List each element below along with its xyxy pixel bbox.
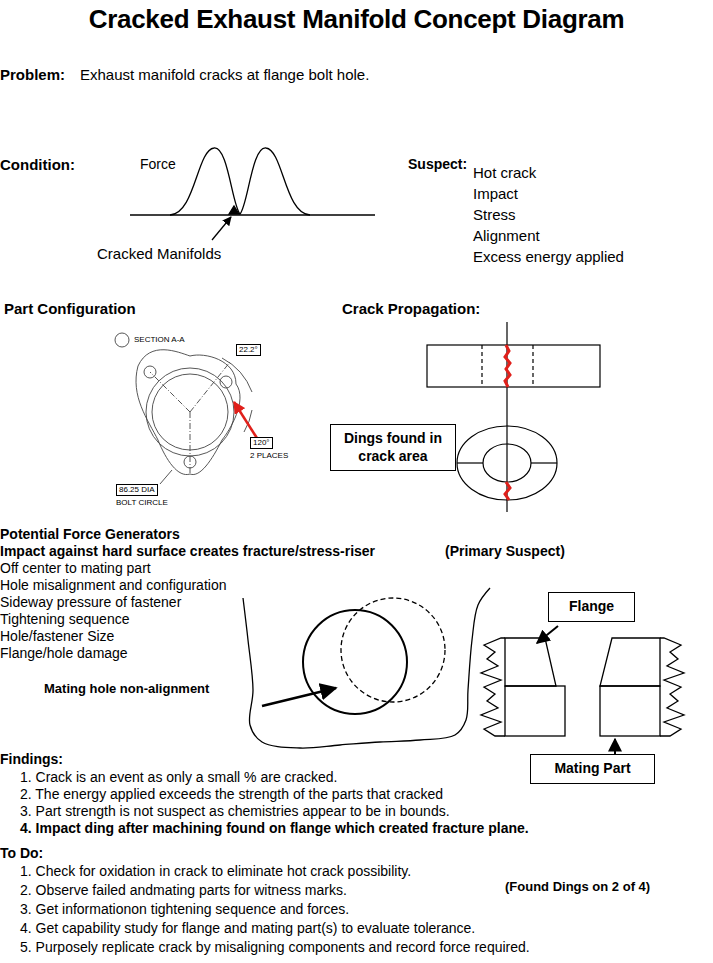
crack: [505, 345, 510, 387]
list-item: Sideway pressure of fastener: [0, 594, 181, 610]
callout-label: Mating hole non-alignment: [44, 682, 209, 697]
list-item: 1. Check for oxidation in crack to elimi…: [20, 863, 411, 879]
callout-box: Flange: [548, 592, 635, 622]
angle-arc: [222, 358, 252, 392]
note: Exhaust manifold cracks at flange bolt h…: [80, 66, 369, 83]
list-item: Hole/fastener Size: [0, 628, 114, 644]
break-edge: [660, 638, 684, 736]
list-item: Off center to mating part: [0, 560, 151, 576]
list-item: Hot crack: [473, 164, 536, 181]
heading: Potential Force Generators: [0, 526, 180, 542]
center-line: [150, 372, 190, 412]
heading: Part Configuration: [4, 300, 136, 317]
flange-drawing: [115, 333, 262, 484]
list-item: 4. Impact ding after machining found on …: [20, 820, 529, 836]
list-item: Impact against hard surface creates frac…: [0, 543, 375, 559]
list-item: 3. Get informationon tightening sequence…: [20, 901, 349, 917]
heading: Crack Propagation:: [342, 300, 480, 317]
axis-label: Force: [140, 156, 176, 172]
heading: Problem:: [0, 66, 65, 83]
box-text: Flange: [557, 598, 626, 616]
mating-part-outline: [243, 588, 490, 748]
list-item: 1. Crack is an event as only a small % a…: [20, 769, 337, 785]
mating-piece: [600, 686, 660, 736]
hole: [303, 610, 407, 714]
list-item: 2. Observe failed andmating parts for wi…: [20, 882, 347, 898]
heading: Findings:: [0, 751, 63, 767]
list-item: Hole misalignment and configuration: [0, 577, 226, 593]
ring-line: [531, 462, 557, 463]
leader-arrow: [614, 739, 616, 754]
callout-box: Dings found in crack area: [330, 424, 456, 471]
heading: To Do:: [0, 845, 43, 861]
center-line: [190, 362, 230, 412]
title: Cracked Exhaust Manifold Concept Diagram: [0, 4, 713, 35]
heading: Suspect:: [408, 156, 467, 172]
crack-propagation: [427, 322, 600, 512]
dimension-note: BOLT CIRCLE: [116, 498, 168, 507]
callout-label: Cracked Manifolds: [97, 245, 221, 262]
box-text: Dings found in crack area: [339, 430, 447, 465]
dimension: 120°: [250, 437, 273, 449]
dimension-note: 2 PLACES: [250, 451, 288, 460]
list-item: 5. Purposely replicate crack by misalign…: [20, 939, 530, 955]
list-item: 4. Get capability study for flange and m…: [20, 920, 475, 936]
ring-inner: [483, 444, 531, 482]
list-item: 2. The energy applied exceeds the streng…: [20, 786, 443, 802]
callout-box: Mating Part: [530, 754, 655, 784]
dimension: 86.25 DIA: [116, 484, 158, 496]
note: (Found Dings on 2 of 4): [505, 880, 650, 895]
mating-piece: [505, 686, 565, 736]
crack: [505, 482, 510, 500]
box-text: Mating Part: [539, 760, 646, 778]
leader-arrow: [262, 688, 336, 706]
section-tag: [115, 333, 129, 347]
heading: Condition:: [0, 156, 75, 173]
list-item: Stress: [473, 206, 516, 223]
flange-section: [481, 626, 684, 754]
leader-arrow: [212, 217, 231, 240]
list-item: Flange/hole damage: [0, 645, 128, 661]
force-curves: [130, 148, 375, 240]
baseline: [130, 214, 375, 215]
hole-alignment: [243, 588, 490, 748]
ring-line: [457, 462, 483, 463]
bolt-hole: [220, 376, 232, 388]
center-line: [190, 412, 191, 475]
list-item: Tightening sequence: [0, 611, 129, 627]
list-item: Impact: [473, 185, 518, 202]
break-edge: [481, 638, 505, 736]
force-curve: [170, 148, 310, 215]
list-item: 3. Part strength is not suspect as chemi…: [20, 803, 450, 819]
overlap-area: [229, 206, 239, 214]
flange-piece: [505, 638, 556, 686]
ring-outer: [457, 426, 557, 500]
flange-piece: [600, 638, 660, 686]
leader-arrow: [537, 626, 558, 643]
hole-hidden-line: [532, 345, 533, 387]
flange-side-view: [427, 345, 600, 387]
mating-hole: [341, 598, 445, 702]
dimension: 22.2°: [236, 344, 261, 356]
dim-leader: [160, 470, 172, 484]
note: (Primary Suspect): [445, 543, 565, 559]
section-label: SECTION A-A: [134, 335, 185, 344]
flange-outline: [136, 350, 240, 475]
hole-hidden-line: [481, 345, 482, 387]
list-item: Excess energy applied: [473, 248, 624, 265]
list-item: Alignment: [473, 227, 540, 244]
